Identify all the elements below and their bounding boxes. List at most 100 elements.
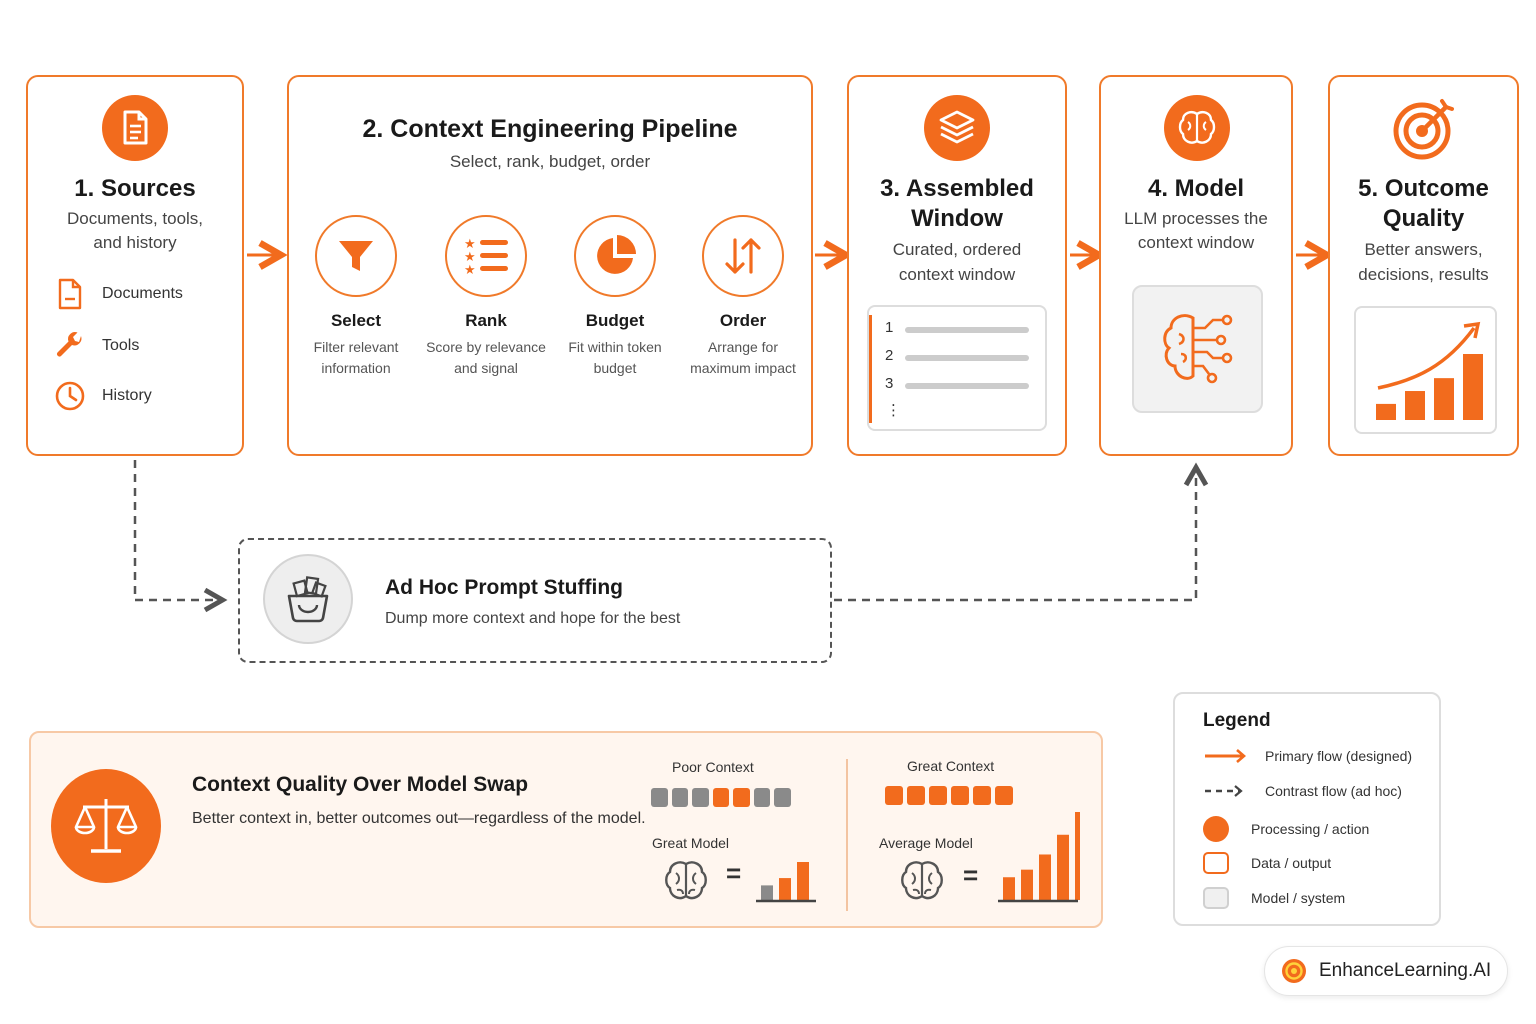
bar bbox=[779, 878, 791, 900]
step-name: Rank bbox=[465, 311, 507, 330]
bar bbox=[1003, 877, 1015, 900]
sources-subtitle-line1: Documents, tools, bbox=[66, 209, 204, 228]
ranked-list-icon: ★★★ bbox=[464, 237, 508, 277]
window-row-number: 1 bbox=[885, 319, 894, 336]
great-context-label: Great Context bbox=[907, 758, 995, 774]
brand-name: EnhanceLearning.AI bbox=[1319, 960, 1492, 981]
scales-icon bbox=[74, 799, 138, 853]
bucket-badge bbox=[263, 554, 353, 644]
window-row-line bbox=[905, 327, 1029, 333]
context-block bbox=[651, 788, 668, 807]
bar bbox=[1463, 354, 1483, 420]
svg-text:★: ★ bbox=[464, 250, 476, 265]
adhoc-subtitle: Dump more context and hope for the best bbox=[385, 610, 681, 627]
pipeline-card: 2. Context Engineering Pipeline Select, … bbox=[287, 75, 813, 456]
outcome-title-line2: Quality bbox=[1382, 205, 1465, 232]
assembled-title-line1: 3. Assembled bbox=[880, 175, 1034, 202]
assembled-badge bbox=[924, 95, 990, 161]
pipeline-step-budget: Budget Fit within token budget bbox=[550, 215, 680, 379]
model-badge bbox=[1164, 95, 1230, 161]
legend-label: Processing / action bbox=[1251, 821, 1370, 837]
comparison-subtitle: Better context in, better outcomes out—r… bbox=[192, 810, 646, 827]
bar bbox=[1434, 378, 1454, 420]
window-row-line bbox=[905, 355, 1029, 361]
trend-line bbox=[1377, 326, 1476, 390]
step-name: Order bbox=[719, 311, 767, 330]
document-icon bbox=[58, 278, 82, 310]
step-desc-line2: information bbox=[321, 360, 391, 376]
source-item-history: History bbox=[54, 380, 152, 412]
step-desc-line1: Filter relevant bbox=[313, 339, 399, 355]
model-title: 4. Model bbox=[1147, 175, 1244, 202]
context-block bbox=[951, 786, 969, 805]
sort-arrows-icon bbox=[725, 238, 761, 274]
legend-card: Legend Primary flow (designed) Contrast … bbox=[1173, 692, 1441, 926]
assembled-subtitle-line2: context window bbox=[898, 265, 1016, 284]
legend-item-model-system: Model / system bbox=[1203, 887, 1345, 909]
legend-item-data-output: Data / output bbox=[1203, 852, 1331, 874]
comparison-banner: Context Quality Over Model Swap Better c… bbox=[29, 731, 1103, 928]
brain-icon bbox=[665, 861, 707, 900]
legend-label: Contrast flow (ad hoc) bbox=[1265, 783, 1402, 799]
window-accent-bar bbox=[869, 315, 872, 423]
gray-square-icon bbox=[1203, 887, 1229, 909]
average-model-label: Average Model bbox=[879, 835, 973, 851]
context-block bbox=[995, 786, 1013, 805]
poor-outcome-chart bbox=[756, 862, 816, 903]
source-item-label: Tools bbox=[102, 337, 140, 354]
context-block bbox=[692, 788, 709, 807]
svg-text:★: ★ bbox=[464, 237, 476, 252]
great-outcome-chart bbox=[998, 812, 1080, 903]
sources-subtitle-line2: and history bbox=[93, 233, 177, 252]
step-desc-line1: Fit within token bbox=[568, 339, 662, 355]
pipeline-title: 2. Context Engineering Pipeline bbox=[362, 115, 738, 143]
solid-arrow-icon bbox=[1205, 749, 1246, 763]
brain-icon bbox=[901, 861, 943, 900]
dashed-arrow-icon bbox=[1205, 785, 1243, 797]
legend-label: Primary flow (designed) bbox=[1265, 748, 1413, 764]
equals-sign: = bbox=[963, 860, 979, 890]
source-item-tools: Tools bbox=[54, 330, 139, 362]
scales-badge bbox=[51, 769, 161, 883]
context-window-panel: 1 2 3 ⋮ bbox=[867, 305, 1047, 431]
context-block bbox=[733, 788, 750, 807]
context-block bbox=[885, 786, 903, 805]
step-desc-line1: Score by relevance bbox=[426, 339, 546, 355]
legend-title: Legend bbox=[1203, 710, 1271, 731]
context-block bbox=[712, 788, 730, 807]
adhoc-card: Ad Hoc Prompt Stuffing Dump more context… bbox=[238, 538, 832, 663]
adhoc-title: Ad Hoc Prompt Stuffing bbox=[385, 576, 623, 599]
bar bbox=[1376, 403, 1396, 420]
assembled-subtitle-line1: Curated, ordered bbox=[892, 240, 1022, 259]
document-icon bbox=[123, 110, 148, 145]
model-card: 4. Model LLM processes the context windo… bbox=[1099, 75, 1293, 456]
brand-pill[interactable]: EnhanceLearning.AI bbox=[1264, 946, 1508, 996]
context-block bbox=[671, 788, 689, 807]
context-block bbox=[973, 786, 991, 805]
window-row-ellipsis: ⋮ bbox=[886, 402, 901, 419]
source-item-label: Documents bbox=[102, 285, 183, 302]
step-name: Budget bbox=[585, 311, 645, 330]
brain-icon bbox=[1178, 111, 1216, 144]
window-row-number: 2 bbox=[885, 347, 894, 364]
bar bbox=[1039, 854, 1051, 900]
pipeline-step-rank: ★★★ Rank Score by relevance and signal bbox=[421, 215, 551, 379]
filled-circle-icon bbox=[1203, 816, 1229, 842]
outcome-subtitle-line1: Better answers, bbox=[1364, 240, 1483, 259]
pipeline-step-order: Order Arrange for maximum impact bbox=[678, 215, 808, 379]
step-desc-line1: Arrange for bbox=[707, 339, 779, 355]
model-subtitle-line2: context window bbox=[1137, 233, 1255, 252]
pipeline-step-select: Select Filter relevant information bbox=[291, 215, 421, 379]
comparison-title: Context Quality Over Model Swap bbox=[192, 773, 529, 796]
target-icon bbox=[1393, 99, 1454, 160]
bar bbox=[1021, 869, 1033, 900]
wrench-icon bbox=[56, 332, 82, 357]
comparison-divider bbox=[846, 759, 848, 911]
circuit-brain-icon bbox=[1162, 314, 1232, 384]
pipeline-subtitle: Select, rank, budget, order bbox=[449, 152, 651, 171]
context-block bbox=[907, 786, 925, 805]
window-row-number: 3 bbox=[885, 375, 894, 392]
brand-logo-icon bbox=[1282, 959, 1306, 983]
bar bbox=[761, 885, 773, 900]
bar bbox=[1057, 834, 1069, 900]
